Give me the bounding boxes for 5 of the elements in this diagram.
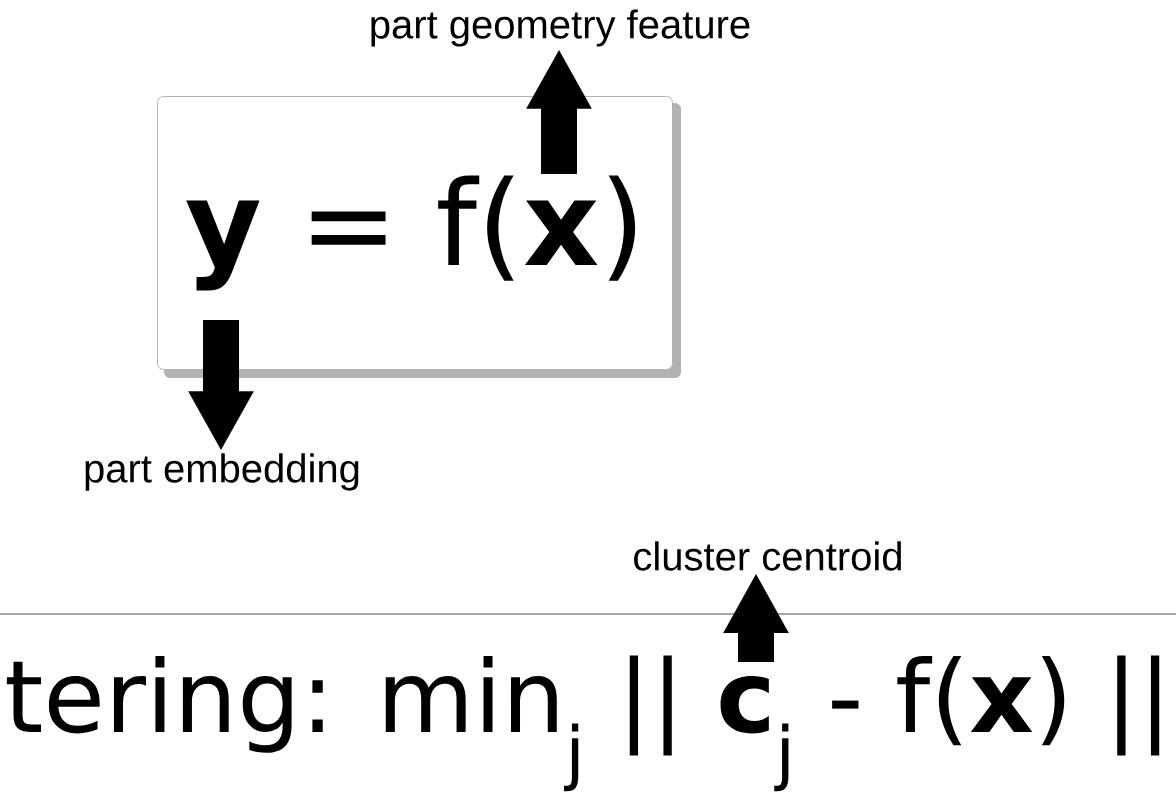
formula-text: tering: min$_{j}$ || c$_{j}$ - f(x) || [6, 655, 1160, 792]
formula-box: y = f(x) [157, 96, 681, 378]
annotation-label: part geometry feature [371, 9, 750, 47]
annotation-label: part embedding [85, 453, 359, 491]
annotation-label: cluster centroid [634, 541, 901, 571]
